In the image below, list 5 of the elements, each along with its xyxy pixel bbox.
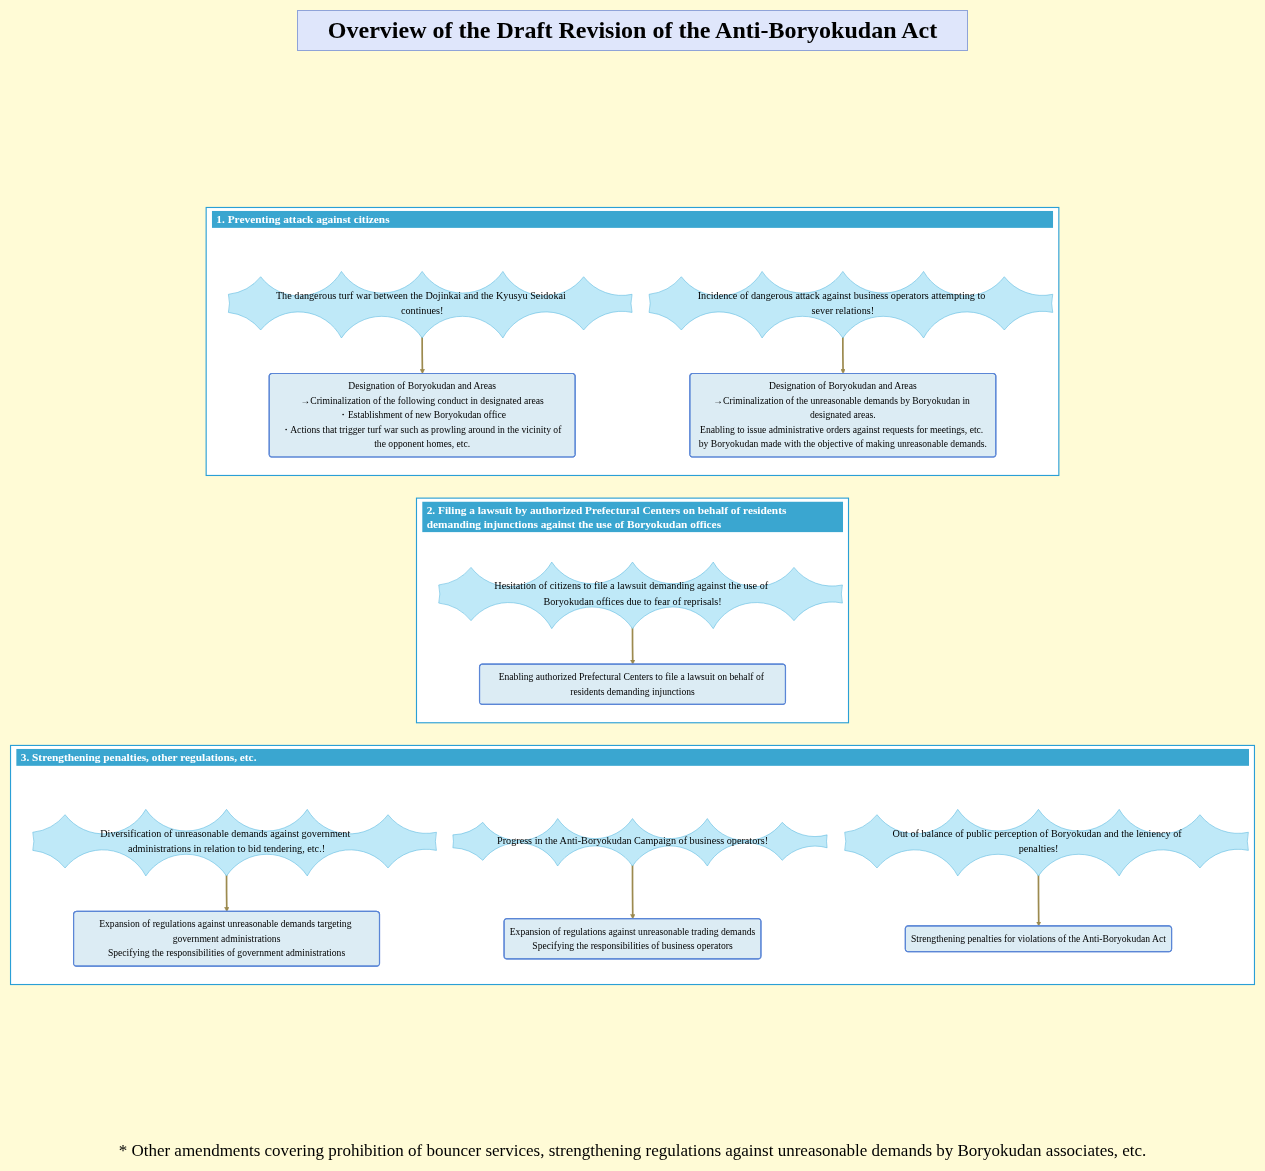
arrow [419, 335, 425, 374]
title: Overview of the Draft Revision of the Anti-Boryokudan Act [296, 10, 969, 51]
arrow [840, 335, 846, 374]
arrow [630, 864, 636, 920]
footnote: * Other amendments covering prohibition of bouncer services, strengthening regulations against unreasonable demands by Boryokudan associates, etc. [118, 1141, 1147, 1161]
